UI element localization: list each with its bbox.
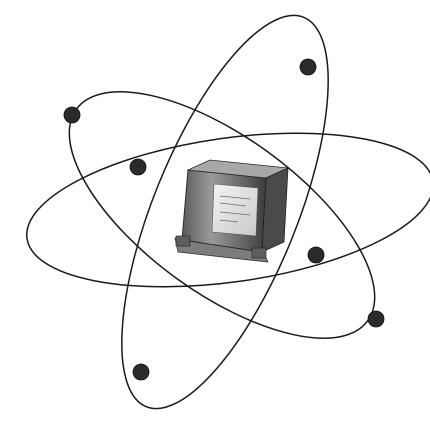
- electron-bottom-left: [133, 364, 149, 380]
- electron-top-right: [300, 59, 316, 75]
- electron-right-lower: [368, 311, 384, 327]
- transformer-label-plate: [212, 184, 258, 236]
- electron-right-mid: [308, 247, 324, 263]
- transformer-nucleus: [175, 160, 288, 262]
- transformer-side: [262, 168, 288, 252]
- transformer-foot-right: [252, 248, 266, 258]
- transformer-foot-left: [176, 236, 190, 246]
- electron-left-upper: [64, 107, 80, 123]
- electron-left-mid: [130, 159, 146, 175]
